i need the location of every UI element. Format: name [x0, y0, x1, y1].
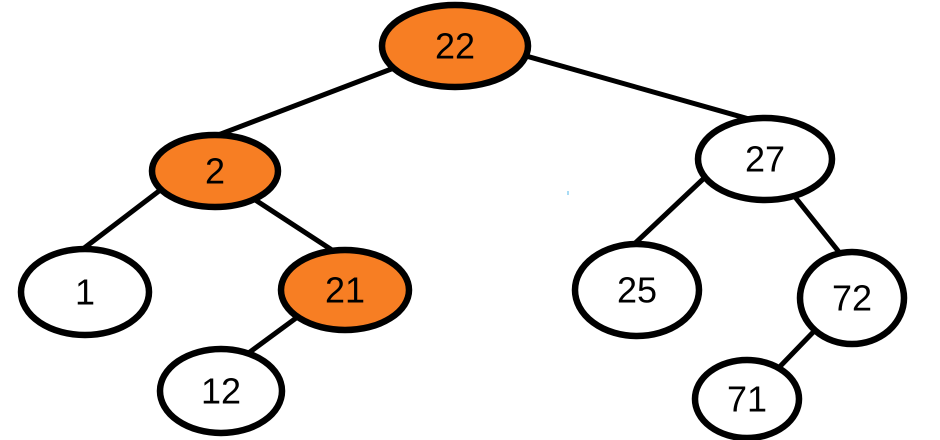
stray-pixel-artifact: [567, 191, 569, 195]
tree-node-22: 22: [378, 1, 532, 91]
node-ellipse: [156, 345, 286, 437]
tree-edge-22-2: [204, 57, 416, 143]
tree-edge-22-27: [504, 47, 771, 128]
tree-node-27: 27: [694, 114, 836, 204]
tree-node-25: 25: [571, 240, 703, 340]
node-ellipse: [691, 356, 803, 440]
tree-node-71: 71: [691, 356, 803, 440]
tree-node-21: 21: [277, 246, 413, 334]
node-label: 25: [617, 270, 657, 311]
node-ellipse: [148, 131, 282, 211]
tree-node-12: 12: [156, 345, 286, 437]
tree-node-1: 1: [17, 245, 153, 339]
node-label: 21: [325, 270, 365, 311]
node-label: 27: [745, 139, 785, 180]
node-label: 71: [727, 379, 767, 420]
node-label: 1: [75, 272, 95, 313]
node-ellipse: [378, 1, 532, 91]
node-label: 22: [435, 26, 475, 67]
node-label: 72: [832, 278, 872, 319]
node-ellipse: [277, 246, 413, 334]
node-ellipse: [571, 240, 703, 340]
node-ellipse: [694, 114, 836, 204]
node-label: 12: [201, 371, 241, 412]
node-label: 2: [205, 151, 225, 192]
node-ellipse: [17, 245, 153, 339]
tree-node-72: 72: [796, 248, 908, 348]
node-ellipse: [796, 248, 908, 348]
tree-node-2: 2: [148, 131, 282, 211]
